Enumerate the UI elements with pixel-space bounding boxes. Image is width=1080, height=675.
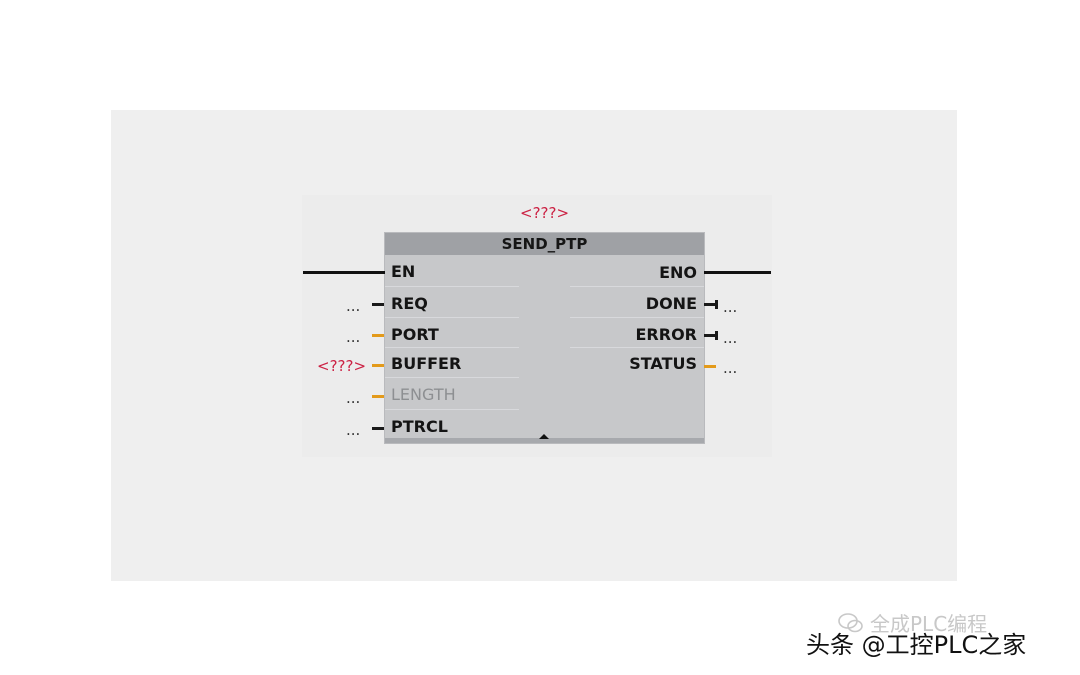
pin-eno[interactable]: ENO <box>659 263 697 282</box>
ptrcl-parameter[interactable]: ... <box>346 421 361 439</box>
watermark: 全成PLC编程 <box>838 608 987 638</box>
row-separator <box>385 409 519 410</box>
buffer-connector <box>372 364 384 367</box>
eno-power-flow-line <box>704 271 771 274</box>
done-negation-mark <box>715 300 718 309</box>
req-parameter[interactable]: ... <box>346 297 361 315</box>
wechat-icon <box>838 613 864 638</box>
block-footer <box>385 438 704 443</box>
pin-error[interactable]: ERROR <box>635 325 698 344</box>
caption-credit: 头条 @工控PLC之家 <box>806 631 1027 659</box>
req-connector <box>372 303 384 306</box>
pin-en[interactable]: EN <box>391 262 416 281</box>
row-separator <box>385 377 519 378</box>
error-parameter[interactable]: ... <box>723 329 738 347</box>
port-parameter[interactable]: ... <box>346 328 361 346</box>
pin-length[interactable]: LENGTH <box>391 385 456 404</box>
row-separator <box>385 347 519 348</box>
ptrcl-connector <box>372 427 384 430</box>
row-separator <box>385 286 519 287</box>
pin-port[interactable]: PORT <box>391 325 439 344</box>
block-type-name: SEND_PTP <box>385 233 704 255</box>
error-connector <box>704 334 716 337</box>
length-connector <box>372 395 384 398</box>
row-separator <box>570 317 704 318</box>
collapse-arrow-icon[interactable] <box>539 434 549 439</box>
instance-db-placeholder[interactable]: <???> <box>520 204 570 222</box>
pin-ptrcl[interactable]: PTRCL <box>391 417 448 436</box>
row-separator <box>570 286 704 287</box>
done-connector <box>704 303 716 306</box>
port-connector <box>372 334 384 337</box>
en-power-flow-line <box>303 271 385 274</box>
buffer-parameter[interactable]: <???> <box>317 357 367 375</box>
length-parameter[interactable]: ... <box>346 389 361 407</box>
watermark-text: 全成PLC编程 <box>870 612 988 636</box>
pin-buffer[interactable]: BUFFER <box>391 354 462 373</box>
row-separator <box>385 317 519 318</box>
send-ptp-function-block[interactable]: SEND_PTP <box>384 232 705 444</box>
pin-done[interactable]: DONE <box>645 294 697 313</box>
row-separator <box>570 347 704 348</box>
pin-req[interactable]: REQ <box>391 294 428 313</box>
status-connector <box>704 365 716 368</box>
status-parameter[interactable]: ... <box>723 359 738 377</box>
done-parameter[interactable]: ... <box>723 298 738 316</box>
error-negation-mark <box>715 331 718 340</box>
pin-status[interactable]: STATUS <box>629 354 697 373</box>
